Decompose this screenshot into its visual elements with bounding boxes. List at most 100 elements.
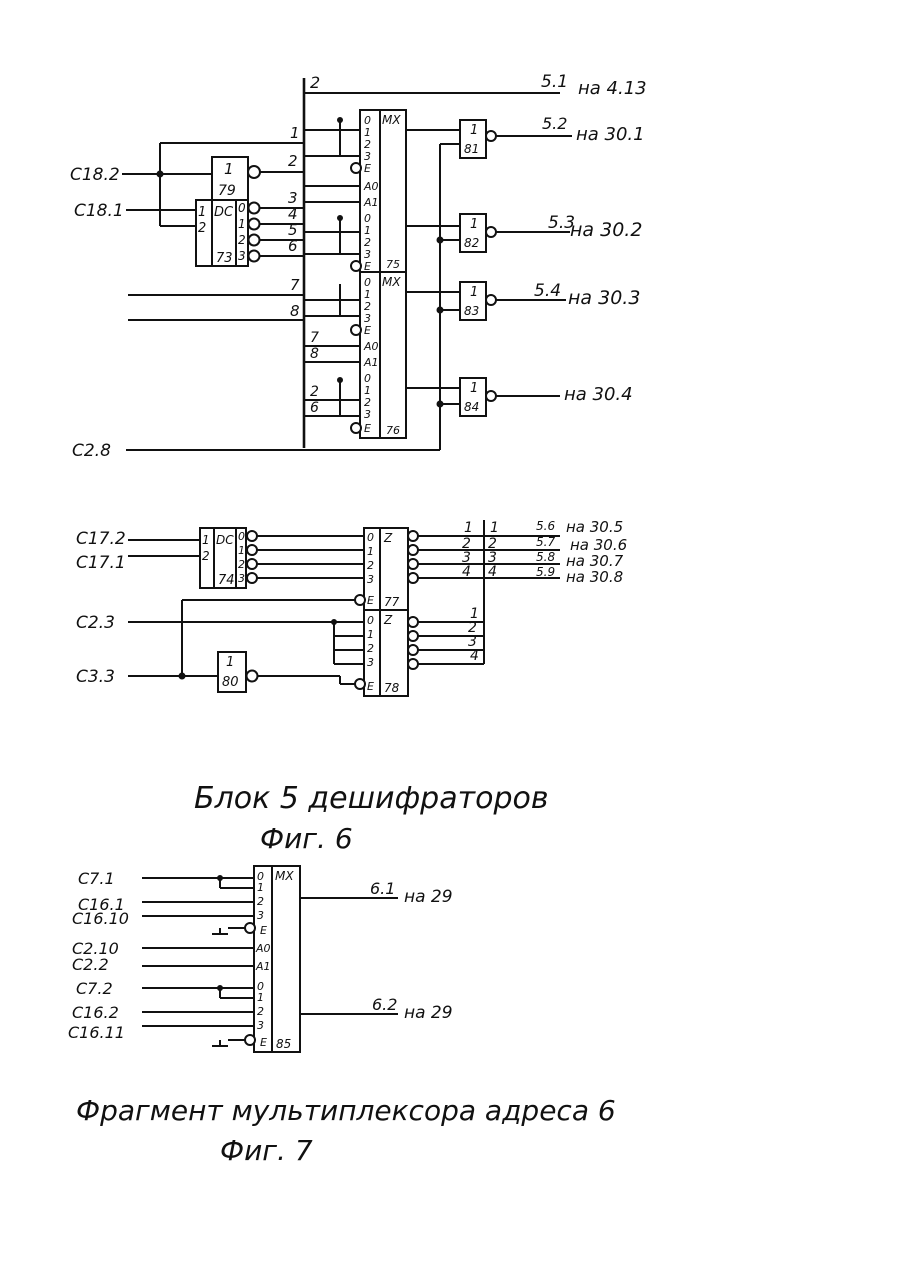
- output-5-9-label: 5.9: [536, 565, 555, 579]
- mux-76-num: 76: [386, 424, 400, 437]
- mux-85-type: MX: [275, 869, 294, 883]
- bus-num: 8: [310, 346, 319, 362]
- inverter-80-num: 80: [222, 675, 239, 690]
- output-5-4-dest: на 30.3: [568, 287, 640, 309]
- register-pin: 2: [367, 559, 374, 572]
- decoder-74-bubble: [247, 559, 257, 569]
- register-78-out-bubble: [408, 645, 418, 655]
- input-c7-2-label: C7.2: [76, 979, 113, 998]
- decoder-74-in-2: 2: [202, 549, 210, 563]
- bus-num: 6: [310, 400, 319, 416]
- decoder-73-bubble: [249, 219, 260, 230]
- gate-84-bubble: [486, 391, 496, 401]
- decoder-74-out-0: 0: [238, 530, 245, 543]
- register-77-out-bubble: [408, 573, 418, 583]
- gate-84-num: 84: [464, 400, 479, 414]
- junction-dot: [337, 215, 343, 221]
- output-5-9-dest: на 30.8: [566, 568, 623, 586]
- bus-label-2: 2: [310, 73, 320, 92]
- bus-num: 7: [310, 330, 319, 346]
- mux-pin: E: [260, 924, 267, 937]
- decoder-73-type: DC: [214, 205, 234, 220]
- output-6-2-label: 6.2: [372, 995, 397, 1014]
- output-5-2-dest: на 30.1: [576, 124, 645, 145]
- bus-num: 1: [490, 520, 499, 536]
- input-c16-11-label: C16.11: [68, 1023, 125, 1042]
- gate-82-num: 82: [464, 236, 479, 250]
- decoder-73-out-2: 2: [238, 233, 246, 247]
- register-pin: 0: [367, 614, 374, 627]
- input-c2-3-label: C2.3: [76, 613, 115, 633]
- gate-81-type: 1: [470, 123, 478, 138]
- mux-pin: 2: [257, 895, 264, 908]
- mux-pin: E: [364, 422, 371, 435]
- inverter-79-num: 79: [218, 183, 236, 199]
- decoder-74-type: DC: [216, 533, 234, 547]
- register-pin: 3: [367, 656, 374, 669]
- enable-bubble: [351, 261, 361, 271]
- mux-75-num: 75: [386, 258, 400, 271]
- gate-83-num: 83: [464, 304, 479, 318]
- mux-85-enable-bubble: [245, 1035, 255, 1045]
- input-c18-2-label: C18.2: [70, 165, 120, 185]
- mux-85-num: 85: [276, 1037, 291, 1051]
- mux-pin: 3: [257, 1019, 264, 1032]
- decoder-73-out-3: 3: [238, 249, 246, 263]
- decoder-73-bubble: [249, 235, 260, 246]
- mux-pin: A1: [363, 356, 379, 369]
- fig6-diagram: 2 5.1 на 4.13 C18.2 C18.1 1 79 1 2 DC 73…: [70, 72, 647, 855]
- bus-num: 2: [310, 384, 319, 400]
- input-c7-1-label: C7.1: [78, 869, 115, 888]
- register-77-out-bubble: [408, 559, 418, 569]
- register-pin: 3: [367, 573, 374, 586]
- input-c2-2-label: C2.2: [72, 955, 109, 974]
- enable-bubble: [351, 325, 361, 335]
- input-c18-1-label: C18.1: [74, 201, 124, 221]
- fig7-number: Фиг. 7: [220, 1134, 313, 1167]
- register-78-out-bubble: [408, 659, 418, 669]
- register-78-type: Z: [383, 613, 393, 627]
- gate-82: 1 82: [460, 214, 496, 252]
- decoder-74-out-2: 2: [238, 558, 245, 571]
- gate-83: 1 83: [460, 282, 496, 320]
- enable-bubble: [351, 423, 361, 433]
- mux-pin: 3: [257, 909, 264, 922]
- ground-icon: [212, 928, 228, 934]
- output-6-2-dest: на 29: [404, 1003, 453, 1023]
- gate-82-type: 1: [470, 217, 478, 232]
- output-5-2-label: 5.2: [542, 114, 567, 133]
- gate-83-bubble: [486, 295, 496, 305]
- register-pin: E: [367, 594, 374, 607]
- mux-pin: 2: [257, 1005, 264, 1018]
- mux-75-type: MX: [382, 113, 401, 127]
- input-c16-10-label: C16.10: [72, 909, 129, 928]
- junction-dot: [337, 377, 343, 383]
- register-78-out-bubble: [408, 617, 418, 627]
- register-77-out-bubble: [408, 545, 418, 555]
- mux-pin: A0: [255, 942, 271, 955]
- decoder-74-bubble: [247, 531, 257, 541]
- register-78-out-bubble: [408, 631, 418, 641]
- fig7-title: Фрагмент мультиплексора адреса 6: [76, 1094, 616, 1127]
- mux-pin: 1: [257, 991, 264, 1004]
- junction-dot: [179, 673, 186, 680]
- bus-num: 7: [290, 276, 300, 294]
- gate-82-bubble: [486, 227, 496, 237]
- decoder-73-out-0: 0: [238, 201, 246, 215]
- inverter-79-bubble: [248, 166, 260, 178]
- inverter-80-type: 1: [226, 655, 234, 670]
- register-78-num: 78: [384, 681, 400, 695]
- input-c3-3-label: C3.3: [76, 667, 115, 687]
- register-77-type: Z: [383, 531, 393, 545]
- mux-pin: E: [364, 260, 371, 273]
- output-5-7-label: 5.7: [536, 535, 555, 549]
- bus-num: 4: [488, 564, 497, 580]
- output-5-1-dest: на 4.13: [578, 78, 647, 99]
- output-5-8-label: 5.8: [536, 550, 555, 564]
- decoder-74-out-3: 3: [238, 572, 245, 585]
- decoder-74-bubble: [247, 545, 257, 555]
- mux-pin: E: [364, 162, 371, 175]
- register-pin: 1: [367, 545, 374, 558]
- inverter-79-type: 1: [224, 160, 234, 178]
